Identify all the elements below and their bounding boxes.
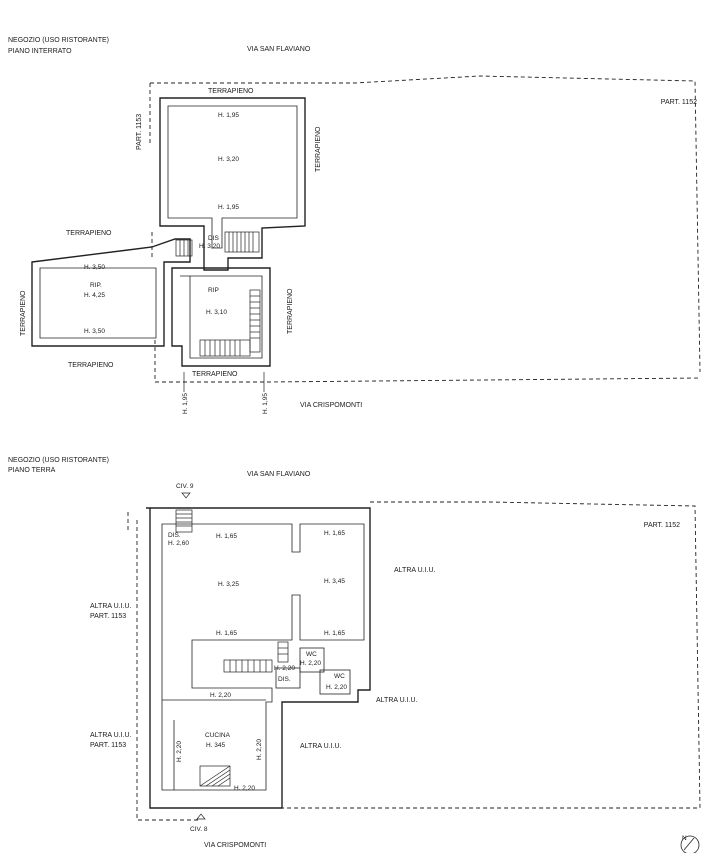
basement-parcel-1153: PART. 1153	[136, 114, 143, 150]
basement-left-room	[31, 238, 191, 347]
height-label: H. 1,65	[216, 630, 237, 637]
height-label: H. 1,95	[182, 393, 189, 414]
ground-street-bottom: VIA CRISPOMONTI	[204, 842, 266, 849]
ground-kitchen-wall	[162, 699, 266, 790]
basement-stair-bottom	[199, 339, 251, 357]
height-label: H. 1,95	[218, 112, 239, 119]
ground-street-top: VIA SAN FLAVIANO	[247, 471, 311, 478]
height-label: H. 3,25	[218, 581, 239, 588]
basement-street-top: VIA SAN FLAVIANO	[247, 46, 311, 53]
entrance-arrow-icon	[196, 813, 206, 820]
basement-left-room-inner	[39, 267, 157, 339]
terrapieno-right-top: TERRAPIENO	[315, 126, 322, 172]
height-label: H. 2,60	[168, 540, 189, 547]
basement-street-bottom: VIA CRISPOMONTI	[300, 402, 362, 409]
height-label: H. 3,45	[324, 578, 345, 585]
basement-stair-right	[249, 289, 261, 353]
north-arrow-icon: N	[680, 835, 700, 853]
wc-block	[319, 669, 351, 695]
height-label: H. 345	[206, 742, 226, 749]
room-label: WC	[334, 673, 345, 680]
ground-floor-plan: NEGOZIO (USO RISTORANTE) PIANO TERRA VIA…	[8, 457, 701, 853]
basement-top-room-outer	[159, 97, 306, 271]
parcel-label: PART. 1153	[90, 742, 126, 749]
height-label: H. 4,25	[84, 292, 105, 299]
height-label: H. 2,20	[210, 692, 231, 699]
basement-parcel-boundary	[149, 75, 701, 383]
basement-stair-small	[175, 239, 193, 257]
terrapieno-bottom: TERRAPIENO	[192, 371, 238, 378]
height-label: H. 1,65	[324, 530, 345, 537]
height-label: H. 1,95	[262, 393, 269, 414]
basement-center-room-inner	[180, 275, 263, 359]
room-label: RIP	[208, 287, 219, 294]
height-label: H. 2,20	[176, 741, 183, 762]
height-label: H. 3,20	[218, 156, 239, 163]
height-label: H. 1,65	[216, 533, 237, 540]
terrapieno-bottom-left: TERRAPIENO	[68, 362, 114, 369]
other-unit-label: ALTRA U.I.U.	[394, 567, 436, 574]
basement-top-room-inner	[167, 105, 298, 249]
room-label: DIS	[208, 235, 220, 242]
civic-number-9: CIV. 9	[176, 483, 194, 490]
height-label: H. 3,50	[84, 328, 105, 335]
height-label: H. 2,20	[234, 785, 255, 792]
height-label: H. 3,20	[199, 243, 220, 250]
basement-subtitle: PIANO INTERRATO	[8, 48, 72, 55]
room-label: DIS.	[278, 676, 291, 683]
ground-inner-wall	[161, 523, 365, 791]
basement-plan: NEGOZIO (USO RISTORANTE) PIANO INTERRATO…	[8, 37, 701, 414]
basement-title: NEGOZIO (USO RISTORANTE)	[8, 37, 109, 44]
other-unit-label: ALTRA U.I.U.	[90, 732, 132, 739]
other-unit-label: ALTRA U.I.U.	[90, 603, 132, 610]
height-label: H. 3,50	[84, 264, 105, 271]
room-label: DIS.	[168, 532, 181, 539]
entrance-arrow-icon	[181, 492, 191, 499]
terrapieno-left-top: TERRAPIENO	[66, 230, 112, 237]
height-label: H. 2,20	[326, 684, 347, 691]
height-label: H. 2,20	[300, 660, 321, 667]
terrapieno-left: TERRAPIENO	[20, 290, 27, 336]
height-label: H. 3,10	[206, 309, 227, 316]
terrapieno-right: TERRAPIENO	[287, 288, 294, 334]
ground-stair-top	[175, 509, 193, 533]
other-unit-label: ALTRA U.I.U.	[376, 697, 418, 704]
room-label: RIP.	[90, 282, 102, 289]
ground-subtitle: PIANO TERRA	[8, 467, 56, 474]
height-label: H. 1,95	[218, 204, 239, 211]
basement-parcel-1152: PART. 1152	[661, 99, 697, 106]
parcel-label: PART. 1153	[90, 613, 126, 620]
basement-stair-top	[224, 231, 260, 253]
room-label: CUCINA	[205, 732, 231, 739]
civic-number-8: CIV. 8	[190, 826, 208, 833]
ground-title: NEGOZIO (USO RISTORANTE)	[8, 457, 109, 464]
room-label: WC	[306, 651, 317, 658]
ground-parcel-1152: PART. 1152	[644, 522, 680, 529]
ground-stair-center	[223, 641, 289, 673]
svg-text:N: N	[682, 835, 687, 842]
ground-stair-kitchen	[199, 765, 231, 787]
height-label: H. 1,65	[324, 630, 345, 637]
terrapieno-top: TERRAPIENO	[208, 88, 254, 95]
dis-block	[275, 667, 301, 689]
wc-block	[299, 647, 325, 673]
basement-center-room	[171, 267, 271, 367]
ground-outer-wall	[146, 507, 371, 809]
other-unit-label: ALTRA U.I.U.	[300, 743, 342, 750]
height-label: H. 2,20	[274, 665, 295, 672]
ground-parcel-boundary	[127, 501, 701, 821]
height-label: H. 2,20	[256, 739, 263, 760]
